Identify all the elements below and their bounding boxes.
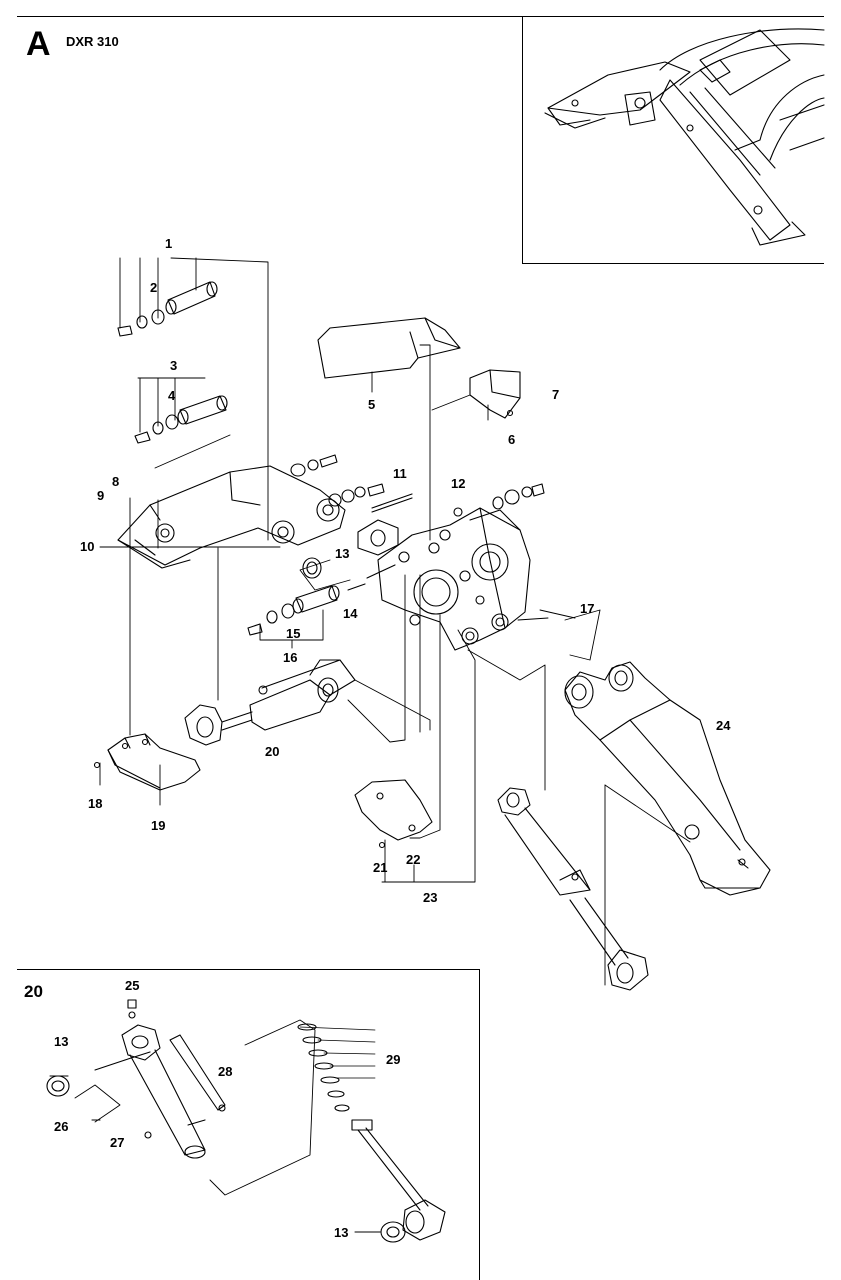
- swing-frame-part-10: [117, 465, 346, 569]
- callout-5: 5: [368, 397, 375, 412]
- detail-inset-title: 20: [24, 982, 43, 1001]
- callout-11: 11: [393, 466, 407, 481]
- detail-inset-frame: [17, 969, 480, 1280]
- callout-9: 9: [97, 488, 104, 503]
- callout-15: 15: [286, 626, 300, 641]
- callout-7: 7: [552, 387, 559, 402]
- machine-overview-drawing: [544, 28, 825, 246]
- cover-part-5: [317, 317, 461, 379]
- cylinder-part-20: [184, 659, 356, 746]
- callout-2: 2: [150, 280, 157, 295]
- callout-13: 13: [335, 546, 349, 561]
- arm-part-24: [564, 661, 771, 896]
- callout-10: 10: [80, 539, 94, 554]
- top-rule: [17, 16, 824, 17]
- pin-assembly-16: [247, 583, 366, 636]
- callout-12: 12: [451, 476, 465, 491]
- callout-8: 8: [112, 474, 119, 489]
- pin-assembly-3: [134, 395, 228, 444]
- pin-assembly-1: [117, 281, 218, 337]
- callout-3: 3: [170, 358, 177, 373]
- leader-lines: [99, 257, 691, 986]
- overview-inset-frame: [522, 16, 824, 264]
- swing-plate-part-23: [377, 507, 531, 651]
- section-letter: A: [26, 25, 51, 63]
- bolts-and-washers: [290, 454, 545, 579]
- callout-1: 1: [165, 236, 172, 251]
- callout-16: 16: [283, 650, 297, 665]
- callout-24: 24: [716, 718, 731, 733]
- callout-13-detail-bottom: 13: [334, 1225, 348, 1240]
- callout-20: 20: [265, 744, 279, 759]
- foot-pad-part-19: [93, 733, 201, 791]
- arm-cylinder: [497, 787, 649, 991]
- callout-13-detail-top: 13: [54, 1034, 68, 1049]
- callout-17: 17: [580, 601, 594, 616]
- callout-6: 6: [508, 432, 515, 447]
- callout-29: 29: [386, 1052, 400, 1067]
- callout-27: 27: [110, 1135, 124, 1150]
- model-name: DXR 310: [66, 34, 119, 49]
- callout-labels: 1 2 3 4 5 6 7 8 9 10 11 12 13 14 15 16 1…: [54, 236, 731, 1240]
- callout-26: 26: [54, 1119, 68, 1134]
- callout-22: 22: [406, 852, 420, 867]
- callout-14: 14: [343, 606, 358, 621]
- cylinder-detail-drawing: [46, 999, 446, 1243]
- callout-21: 21: [373, 860, 387, 875]
- callout-19: 19: [151, 818, 165, 833]
- bracket-part-7: [469, 369, 521, 419]
- callout-4: 4: [168, 388, 176, 403]
- callout-18: 18: [88, 796, 102, 811]
- callout-23: 23: [423, 890, 437, 905]
- callout-25: 25: [125, 978, 139, 993]
- plate-part-22: [354, 779, 433, 849]
- callout-28: 28: [218, 1064, 232, 1079]
